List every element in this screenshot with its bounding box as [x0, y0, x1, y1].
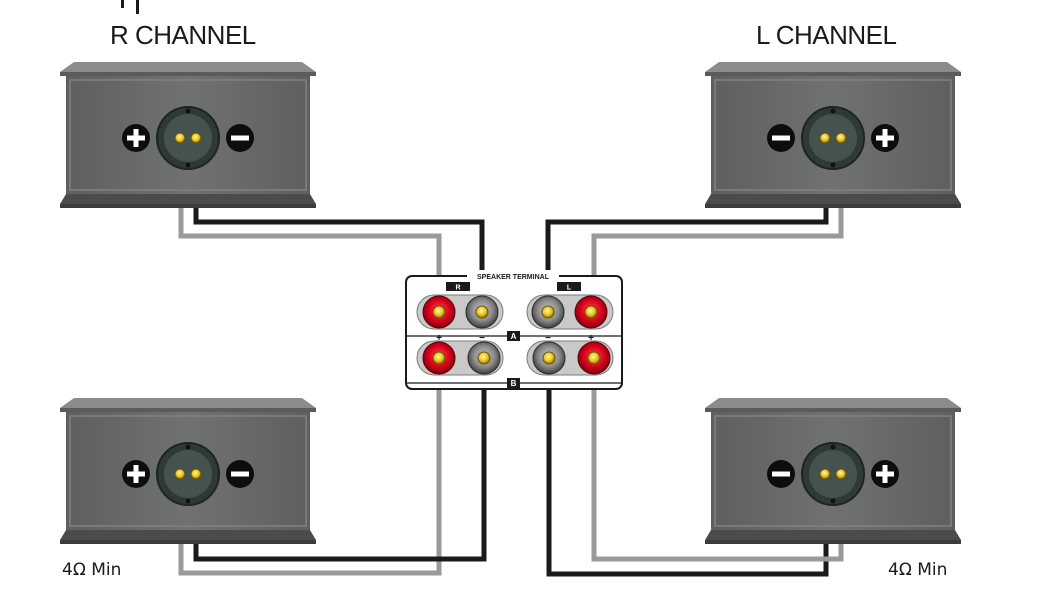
terminal-row-b	[416, 340, 614, 376]
speaker-terminal-cup	[801, 442, 865, 506]
speaker-front-right	[60, 62, 316, 208]
svg-text:A: A	[511, 332, 517, 341]
cropped-mark	[121, 0, 139, 14]
terminal-post-red[interactable]	[577, 341, 611, 375]
row-a-label: A + − − +	[406, 331, 622, 344]
svg-text:−: −	[545, 333, 551, 344]
l-channel-tag: L	[557, 282, 581, 292]
speaker-front-left	[705, 62, 961, 208]
speaker-terminal-cup	[156, 106, 220, 170]
plus-symbol-icon	[871, 460, 899, 488]
speaker-terminal-cup	[801, 106, 865, 170]
terminal-post-red[interactable]	[422, 341, 456, 375]
minus-symbol-icon	[767, 460, 795, 488]
speaker-surround-left	[705, 398, 961, 544]
speaker-terminal-cup	[156, 442, 220, 506]
terminal-post-red[interactable]	[422, 295, 456, 329]
speaker-terminal-panel: SPEAKER TERMINAL R L	[405, 270, 623, 390]
minus-symbol-icon	[226, 124, 254, 152]
terminal-post-gray[interactable]	[465, 295, 499, 329]
impedance-label-right: 4Ω Min	[888, 560, 948, 580]
svg-text:B: B	[511, 379, 517, 388]
r-channel-tag: R	[446, 282, 470, 292]
terminal-post-gray[interactable]	[532, 341, 566, 375]
minus-symbol-icon	[226, 460, 254, 488]
terminal-row-a	[416, 294, 614, 330]
impedance-label-left: 4Ω Min	[62, 560, 122, 580]
svg-text:R: R	[455, 285, 460, 292]
plus-symbol-icon	[122, 460, 150, 488]
svg-text:+: +	[436, 333, 442, 344]
r-channel-title: R CHANNEL	[110, 20, 256, 50]
svg-text:−: −	[479, 333, 485, 344]
svg-text:+: +	[588, 333, 594, 344]
plus-symbol-icon	[122, 124, 150, 152]
minus-symbol-icon	[767, 124, 795, 152]
terminal-post-gray[interactable]	[467, 341, 501, 375]
l-channel-title: L CHANNEL	[756, 20, 897, 50]
terminal-post-gray[interactable]	[531, 295, 565, 329]
svg-text:L: L	[567, 285, 572, 292]
panel-title: SPEAKER TERMINAL	[477, 274, 550, 281]
speaker-surround-right	[60, 398, 316, 544]
plus-symbol-icon	[871, 124, 899, 152]
row-b-label: B	[406, 378, 622, 388]
terminal-post-red[interactable]	[574, 295, 608, 329]
